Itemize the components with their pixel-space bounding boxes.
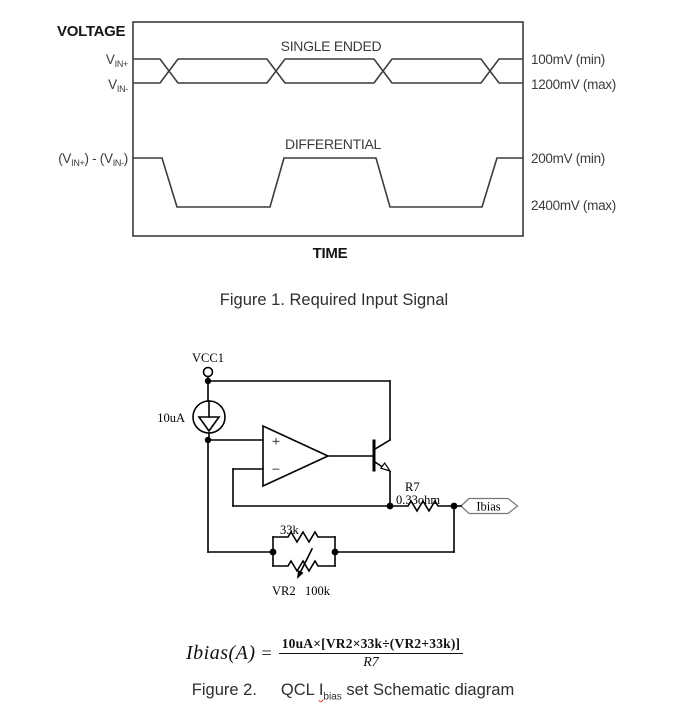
annotation-1200mv-max: 1200mV (max) bbox=[531, 77, 616, 92]
single-ended-trace-a bbox=[133, 58, 523, 84]
current-source-value: 10uA bbox=[157, 411, 185, 425]
r7-value-label: 0.33ohm bbox=[396, 493, 440, 507]
plot-frame bbox=[132, 21, 524, 237]
differential-trace-label: (VIN+) - (VIN-) bbox=[58, 151, 128, 168]
figure2-caption-number: Figure 2. bbox=[191, 681, 257, 699]
ibias-net-flag bbox=[460, 497, 519, 515]
annotation-2400mv-max: 2400mV (max) bbox=[531, 198, 616, 213]
differential-title: DIFFERENTIAL bbox=[285, 136, 381, 152]
vr2-name-label: VR2 bbox=[272, 584, 296, 598]
figure2-caption-ibias: Ibias bbox=[318, 681, 342, 703]
r33k-value-label: 33k bbox=[280, 523, 300, 537]
ibias-flag-label: Ibias bbox=[476, 500, 500, 514]
figure2-caption: Figure 2. QCL Ibias set Schematic diagram bbox=[192, 681, 514, 702]
formula-lhs: Ibias(A) bbox=[186, 642, 256, 664]
formula-fraction: 10uA×[VR2×33k÷(VR2+33k)] R7 bbox=[278, 636, 464, 671]
vr2-value-label: 100k bbox=[305, 584, 331, 598]
junction-dots bbox=[204, 377, 458, 556]
single-ended-trace-b bbox=[133, 58, 523, 84]
potentiometer-vr2-icon bbox=[272, 559, 336, 573]
ibias-formula: Ibias(A) = 10uA×[VR2×33k÷(VR2+33k)] R7 bbox=[186, 636, 464, 671]
figure2-caption-post: set Schematic diagram bbox=[341, 681, 515, 699]
figure1-timing-diagram bbox=[132, 21, 524, 237]
vcc1-label: VCC1 bbox=[192, 351, 224, 365]
parallel-r-network bbox=[272, 530, 336, 579]
npn-transistor-icon bbox=[372, 380, 392, 507]
opamp-icon bbox=[262, 424, 330, 488]
r7-name-label: R7 bbox=[405, 480, 420, 494]
formula-equals: = bbox=[261, 643, 272, 663]
single-ended-title: SINGLE ENDED bbox=[281, 38, 382, 54]
figure2-labels: VCC1 10uA + − R7 0.33ohm Ibias 33k VR2 1… bbox=[157, 351, 501, 598]
time-axis-label: TIME bbox=[313, 245, 348, 262]
figure1-labels: VOLTAGE TIME SINGLE ENDED DIFFERENTIAL V… bbox=[57, 23, 616, 262]
formula-denominator: R7 bbox=[363, 655, 379, 670]
annotation-100mv-min: 100mV (min) bbox=[531, 52, 605, 67]
vcc-terminal-icon bbox=[202, 366, 214, 378]
figure2-schematic bbox=[192, 366, 519, 579]
figure1-caption: Figure 1. Required Input Signal bbox=[219, 291, 449, 309]
pot-arrow-head bbox=[297, 570, 304, 579]
voltage-axis-label: VOLTAGE bbox=[57, 23, 125, 40]
annotation-200mv-min: 200mV (min) bbox=[531, 151, 605, 166]
vin-minus-label: VIN- bbox=[108, 77, 128, 94]
opamp-minus-input-label: − bbox=[272, 462, 280, 478]
resistor-33k-icon bbox=[272, 530, 336, 544]
figure2-caption-pre: QCL bbox=[280, 681, 319, 699]
resistor-r7-icon bbox=[389, 499, 455, 513]
formula-numerator: 10uA×[VR2×33k÷(VR2+33k)] bbox=[278, 636, 464, 654]
differential-trace bbox=[133, 157, 523, 208]
vin-plus-label: VIN+ bbox=[106, 52, 128, 69]
opamp-plus-input-label: + bbox=[272, 434, 280, 450]
